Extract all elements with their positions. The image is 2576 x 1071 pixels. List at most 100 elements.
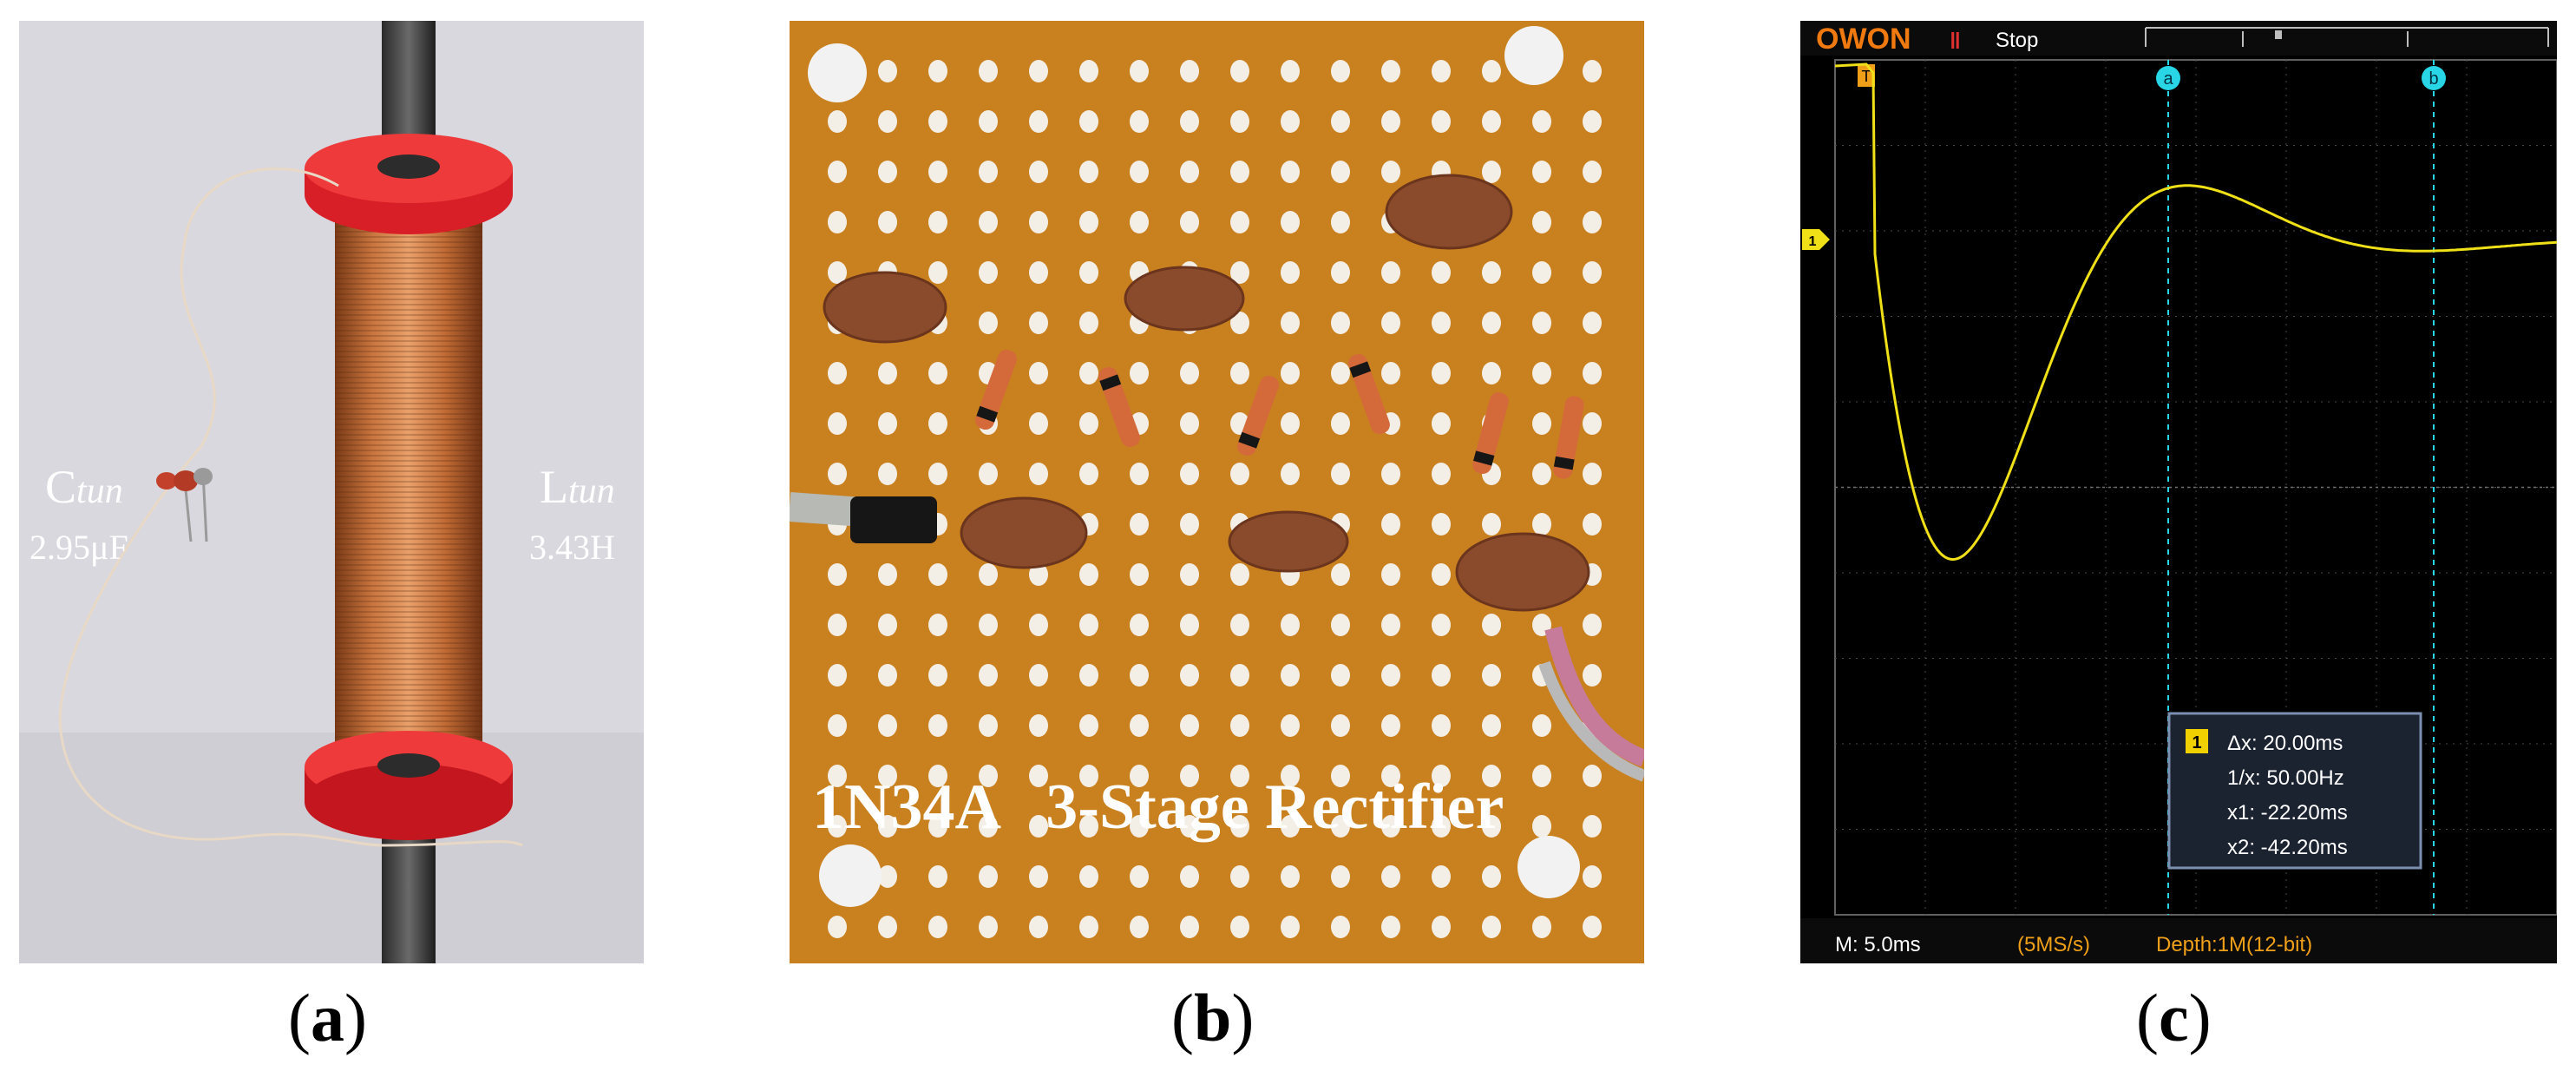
perfboard-hole bbox=[979, 211, 998, 233]
perfboard-hole bbox=[1583, 161, 1602, 183]
perfboard-hole bbox=[1331, 261, 1350, 284]
perfboard-hole bbox=[1180, 161, 1199, 183]
perfboard-hole bbox=[928, 211, 947, 233]
channel-1-marker bbox=[1802, 229, 1830, 250]
perfboard-hole bbox=[928, 765, 947, 787]
cursor-b-marker bbox=[2422, 66, 2446, 90]
perfboard-hole bbox=[1230, 161, 1249, 183]
perfboard-hole bbox=[1432, 563, 1451, 586]
perfboard-hole bbox=[1532, 261, 1551, 284]
perfboard-hole bbox=[828, 765, 847, 787]
perfboard-hole bbox=[979, 916, 998, 938]
perfboard-hole bbox=[878, 211, 897, 233]
perfboard-hole bbox=[1482, 815, 1501, 838]
svg-text:1: 1 bbox=[1809, 234, 1817, 249]
perfboard-hole bbox=[1432, 60, 1451, 82]
perfboard-hole bbox=[1130, 60, 1149, 82]
perfboard-hole bbox=[1482, 60, 1501, 82]
perfboard-hole bbox=[878, 161, 897, 183]
perfboard-hole bbox=[1331, 916, 1350, 938]
perfboard-hole bbox=[878, 110, 897, 133]
perfboard-hole bbox=[828, 362, 847, 384]
perfboard-hole bbox=[1180, 664, 1199, 687]
caption-b: (b) bbox=[1171, 980, 1255, 1055]
perfboard-hole bbox=[1180, 463, 1199, 485]
perfboard-hole bbox=[1532, 312, 1551, 334]
perfboard-hole bbox=[878, 765, 897, 787]
perfboard-hole bbox=[1583, 815, 1602, 838]
perfboard-hole bbox=[1079, 211, 1098, 233]
perfboard-hole bbox=[1230, 614, 1249, 636]
perfboard-hole bbox=[1331, 312, 1350, 334]
perfboard-hole bbox=[1130, 211, 1149, 233]
perfboard-hole bbox=[1482, 765, 1501, 787]
perfboard-hole bbox=[1432, 110, 1451, 133]
perfboard-hole bbox=[1331, 211, 1350, 233]
perfboard-hole bbox=[1331, 362, 1350, 384]
perfboard-hole bbox=[1381, 563, 1400, 586]
perfboard-hole bbox=[1230, 463, 1249, 485]
perfboard-hole bbox=[928, 714, 947, 737]
perfboard-hole bbox=[979, 110, 998, 133]
perfboard-hole bbox=[1583, 110, 1602, 133]
perfboard-hole bbox=[928, 60, 947, 82]
perfboard-hole bbox=[1230, 261, 1249, 284]
perfboard-hole bbox=[1230, 60, 1249, 82]
perfboard-hole bbox=[1281, 714, 1300, 737]
ind-label-main: L bbox=[540, 461, 568, 513]
perfboard-hole bbox=[1583, 865, 1602, 888]
perfboard-hole bbox=[1029, 865, 1048, 888]
perfboard-hole bbox=[1130, 110, 1149, 133]
perfboard-hole bbox=[1381, 865, 1400, 888]
perfboard-hole bbox=[1583, 916, 1602, 938]
oscilloscope-screen: OWON ‖ Stop a b T 1 1 bbox=[1800, 21, 2557, 963]
perfboard-hole bbox=[1230, 815, 1249, 838]
perfboard-hole bbox=[1180, 563, 1199, 586]
perfboard-hole bbox=[928, 362, 947, 384]
perfboard-hole bbox=[1432, 916, 1451, 938]
perfboard-hole bbox=[928, 412, 947, 435]
perfboard-hole bbox=[878, 563, 897, 586]
ceramic-capacitor bbox=[823, 271, 947, 344]
perfboard-hole bbox=[1532, 513, 1551, 536]
perfboard-hole bbox=[979, 60, 998, 82]
perfboard-hole bbox=[1079, 161, 1098, 183]
perfboard-hole bbox=[828, 261, 847, 284]
perfboard-hole bbox=[1331, 161, 1350, 183]
perfboard-hole bbox=[1482, 362, 1501, 384]
perfboard-hole bbox=[928, 916, 947, 938]
perfboard-hole bbox=[1331, 865, 1350, 888]
perfboard-hole bbox=[979, 664, 998, 687]
tuning-capacitor bbox=[156, 468, 213, 542]
perfboard-hole bbox=[1583, 211, 1602, 233]
measure-channel: 1 bbox=[2192, 733, 2201, 752]
perfboard-hole bbox=[1130, 916, 1149, 938]
perfboard-hole bbox=[1029, 563, 1048, 586]
perfboard-hole bbox=[828, 614, 847, 636]
perfboard-hole bbox=[1079, 463, 1098, 485]
perfboard-hole bbox=[1180, 362, 1199, 384]
perfboard-hole bbox=[1583, 463, 1602, 485]
perfboard-hole bbox=[878, 815, 897, 838]
perfboard-hole bbox=[1079, 916, 1098, 938]
perfboard-hole bbox=[1331, 815, 1350, 838]
perfboard-hole bbox=[1482, 161, 1501, 183]
perfboard-hole bbox=[1482, 865, 1501, 888]
perfboard-hole bbox=[928, 161, 947, 183]
perfboard-hole bbox=[1432, 865, 1451, 888]
perfboard-hole bbox=[828, 161, 847, 183]
perfboard-hole bbox=[1532, 714, 1551, 737]
ind-label-sub: tun bbox=[568, 471, 615, 511]
cursor-a-marker bbox=[2156, 66, 2180, 90]
perfboard-hole bbox=[1482, 513, 1501, 536]
perfboard-hole bbox=[828, 463, 847, 485]
perfboard-hole bbox=[1432, 714, 1451, 737]
measure-delta-x: Δx: 20.00ms bbox=[2227, 732, 2343, 755]
perfboard-hole bbox=[1532, 765, 1551, 787]
perfboard-hole bbox=[979, 463, 998, 485]
perfboard-hole bbox=[1281, 614, 1300, 636]
perfboard-hole bbox=[1029, 614, 1048, 636]
svg-text:T: T bbox=[1862, 68, 1871, 85]
perfboard-hole bbox=[828, 664, 847, 687]
perfboard-hole bbox=[1532, 412, 1551, 435]
